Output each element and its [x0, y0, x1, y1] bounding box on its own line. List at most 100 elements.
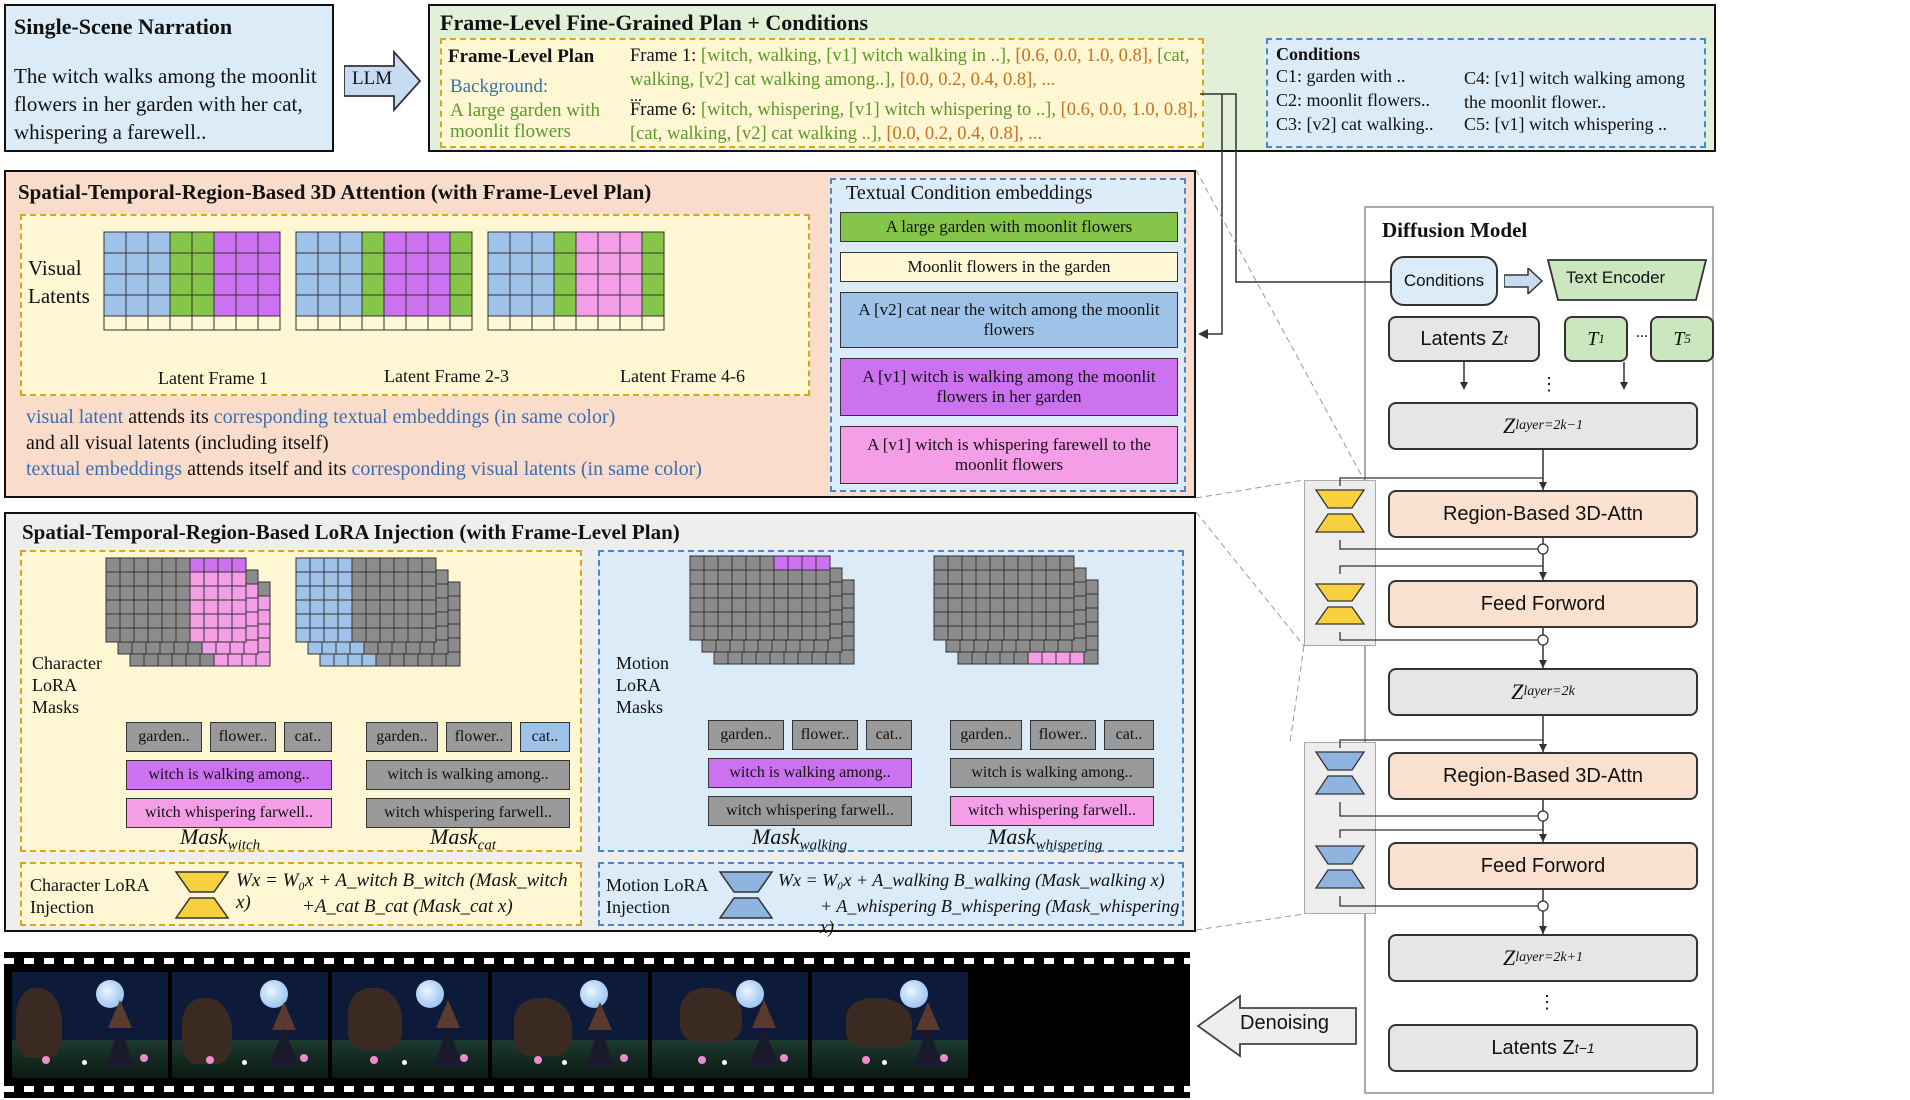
cat-mask-cell — [421, 613, 437, 629]
embedding-witch-whispering: A [v1] witch is whispering farewell to t… — [840, 426, 1178, 484]
latent-cell — [339, 294, 363, 317]
witch-mask-cell — [203, 585, 219, 601]
cat-mask-cell — [365, 627, 381, 643]
latent-cell — [641, 231, 665, 254]
frame1-witch-bbox: [0.6, 0.0, 1.0, 0.8], — [1015, 46, 1153, 66]
walking-mask-cell — [801, 611, 817, 627]
whispering-mask-cell — [933, 583, 949, 599]
walking-mask-cell — [787, 583, 803, 599]
rule-attends-itself: attends itself and its — [182, 458, 352, 480]
witch-figure — [268, 1028, 300, 1068]
char-injection-label: Character LoRA Injection — [30, 875, 149, 917]
whispering-mask-cell — [1083, 649, 1099, 665]
cat-figure — [514, 998, 572, 1056]
latent-grids — [103, 231, 665, 331]
walking-mask-cell — [703, 625, 719, 641]
latent-cell-background — [575, 315, 599, 331]
cat-mask-cell — [309, 627, 325, 643]
witch-mask-cell — [217, 585, 233, 601]
mask-witch-label: Maskwitch — [180, 824, 261, 854]
witch-mask-cell — [189, 557, 205, 573]
witch-figure — [912, 1028, 944, 1068]
witch-mask-cell — [105, 613, 121, 629]
whispering-mask-cell — [975, 583, 991, 599]
char-equation-2: +A_cat B_cat (Mask_cat x) — [302, 896, 513, 917]
witch-hat — [436, 1000, 460, 1028]
walking-mask-cell — [689, 611, 705, 627]
latent-cell — [487, 252, 511, 275]
whisper-token-walking: witch is walking among.. — [950, 758, 1154, 788]
whispering-mask-cell — [1071, 637, 1087, 653]
whispering-mask-cell — [1059, 569, 1075, 585]
latent-cell — [169, 231, 193, 254]
cat-mask-cell — [379, 571, 395, 587]
latent-cell — [487, 294, 511, 317]
latent-cell — [575, 231, 599, 254]
latent-cell — [361, 294, 385, 317]
flower — [780, 1054, 788, 1062]
frame6-cat-bbox: [0.0, 0.2, 0.4, 0.8], ... — [886, 124, 1043, 144]
cat-figure — [348, 988, 402, 1050]
latent-cell — [619, 273, 643, 296]
walking-mask-cell — [801, 625, 817, 641]
frame1-cat-bbox: [0.0, 0.2, 0.4, 0.8], ... — [899, 70, 1056, 90]
conditions-title: Conditions — [1276, 44, 1361, 64]
rule-corresponding-visual: corresponding visual latents (in same co… — [351, 458, 702, 480]
frame1-line: Frame 1: [witch, walking, [v1] witch wal… — [630, 44, 1200, 92]
whispering-mask-cell — [961, 555, 977, 571]
cat-mask-cell — [309, 557, 325, 573]
cat-mask-cell — [393, 613, 409, 629]
whispering-mask-cell — [961, 569, 977, 585]
whispering-mask-cell — [989, 597, 1005, 613]
walking-mask-cell — [745, 555, 761, 571]
narration-text: The witch walks among the moonlit flower… — [14, 64, 317, 144]
latent-cell — [125, 273, 149, 296]
latent-cell-background — [553, 315, 577, 331]
whispering-mask-cell — [947, 611, 963, 627]
witch-mask-cell — [147, 585, 163, 601]
whispering-mask-cell — [947, 569, 963, 585]
motion-injection-box: Motion LoRA Injection Wx = W₀x + A_walki… — [598, 862, 1184, 937]
latent-cell — [597, 252, 621, 275]
whispering-mask-cell — [975, 569, 991, 585]
latent-cell — [147, 294, 171, 317]
whispering-mask-cell — [1031, 583, 1047, 599]
cat-token-walking: witch is walking among.. — [366, 760, 570, 790]
flower — [940, 1054, 948, 1062]
whisper-token-whisper: witch whispering farwell.. — [950, 796, 1154, 826]
cat-figure — [846, 998, 912, 1048]
latent-cell — [553, 231, 577, 254]
latent-cell — [405, 294, 429, 317]
motion-mask-grids — [689, 555, 1099, 665]
cat-mask-cell — [365, 599, 381, 615]
whispering-mask-cell — [1031, 597, 1047, 613]
cat-mask-cell — [309, 613, 325, 629]
witch-mask-cell — [133, 585, 149, 601]
whispering-mask-cell — [1017, 625, 1033, 641]
cat-mask-cell — [323, 557, 339, 573]
walking-mask-cell — [717, 597, 733, 613]
cat-mask-cell — [295, 599, 311, 615]
latent-cell-background — [531, 315, 555, 331]
latent-cell — [125, 294, 149, 317]
whisper-token-cat: cat.. — [1104, 720, 1154, 750]
cat-figure — [680, 988, 742, 1042]
background-text: A large garden with moonlit flowers — [450, 100, 601, 142]
latent-cell — [169, 252, 193, 275]
rule-textual-embeddings: textual embeddings — [26, 458, 183, 480]
walking-mask-cell — [717, 611, 733, 627]
flower — [82, 1060, 87, 1065]
embedding-cat: A [v2] cat near the witch among the moon… — [840, 292, 1178, 348]
t-dots: ... — [1636, 324, 1648, 341]
latent-cell — [361, 252, 385, 275]
whispering-mask-cell — [1059, 625, 1075, 641]
whispering-mask-cell — [1045, 555, 1061, 571]
latent-cell — [213, 231, 237, 254]
cat-mask-cell — [337, 585, 353, 601]
cat-mask-cell — [351, 557, 367, 573]
walking-mask-cell — [773, 583, 789, 599]
witch-mask-cell — [189, 571, 205, 587]
motion-lora-label: Motion LoRA Masks — [616, 653, 670, 717]
witch-mask-cell — [119, 613, 135, 629]
